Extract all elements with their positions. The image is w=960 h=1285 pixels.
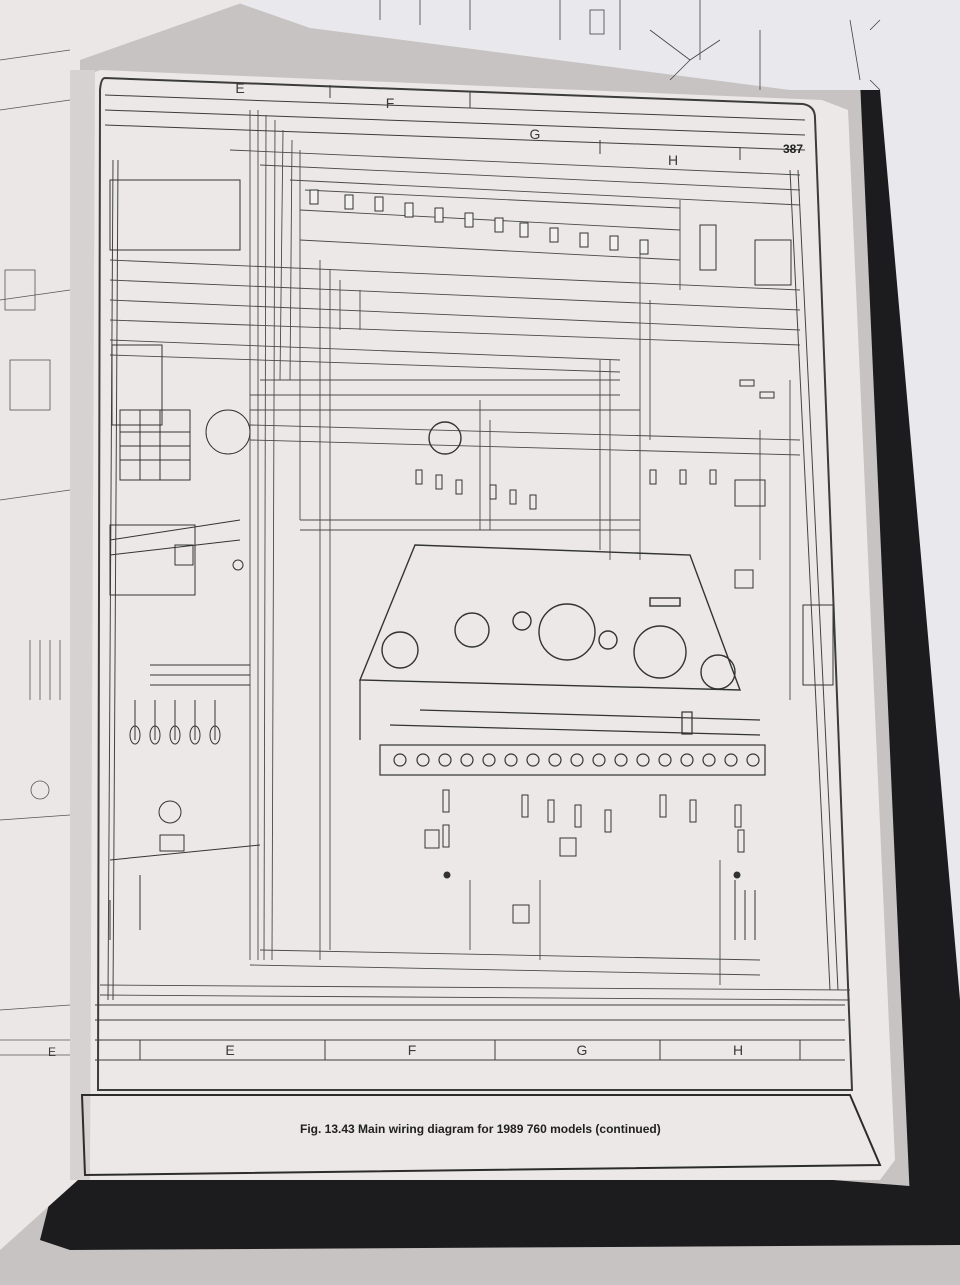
lower-drops <box>424 604 834 940</box>
left-upper-block <box>109 179 251 596</box>
spark-plugs <box>109 664 261 940</box>
zone-label-top-e: E <box>235 80 245 96</box>
top-page-sheet <box>230 0 960 1000</box>
zone-label-top-h: H <box>667 152 679 168</box>
page-border <box>96 76 854 1091</box>
zone-label-bottom-e: E <box>225 1042 235 1058</box>
fuse-row-top <box>309 189 792 286</box>
left-page <box>0 0 250 1250</box>
zone-label-bottom-f: F <box>407 1042 417 1058</box>
wiring-verticals <box>249 110 791 985</box>
instrument-cluster <box>358 421 742 691</box>
resistor-strings <box>415 379 775 589</box>
wiring-buses <box>99 149 851 1001</box>
figure-caption: Fig. 13.43 Main wiring diagram for 1989 … <box>300 1122 661 1136</box>
caption-frame <box>80 1094 882 1177</box>
zone-label-top-g: G <box>529 126 541 142</box>
zone-label-bottom-h: H <box>732 1042 744 1058</box>
spine-shadow <box>70 70 95 1180</box>
zone-label-top-f: F <box>385 95 395 111</box>
zone-strip-bottom <box>95 1004 845 1061</box>
zone-label-bottom-g: G <box>576 1042 588 1058</box>
top-sheet-diagram <box>379 0 881 91</box>
zone-strip-top <box>104 85 806 160</box>
page-number: 387 <box>783 142 804 156</box>
warning-lamp-row <box>359 680 766 776</box>
left-page-diagram <box>0 49 71 1056</box>
zone-label-left-page-e: E <box>47 1045 57 1059</box>
main-page <box>70 70 895 1180</box>
